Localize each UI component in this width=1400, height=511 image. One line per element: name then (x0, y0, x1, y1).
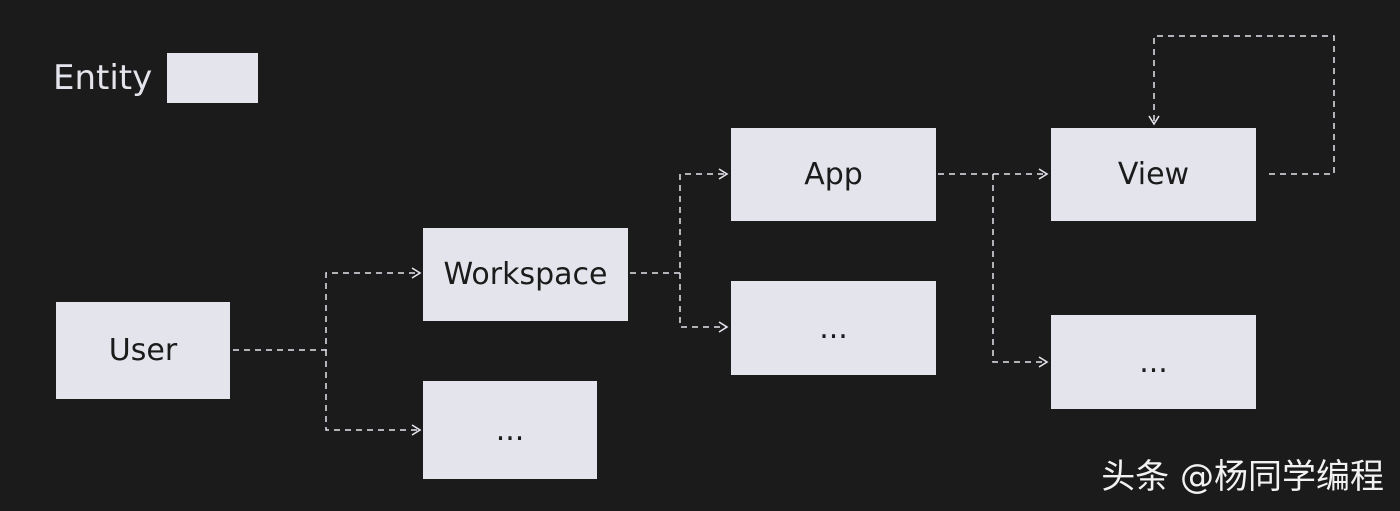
edge-view-self-loop (1148, 35, 1335, 175)
node-user: User (56, 302, 230, 399)
node-view: View (1051, 128, 1256, 221)
node-workspace-more: ... (731, 281, 936, 375)
node-user-more: ... (423, 381, 597, 479)
node-workspace: Workspace (423, 228, 628, 321)
legend-entity-swatch (167, 53, 258, 103)
watermark: 头条 @杨同学编程 (1101, 457, 1384, 497)
edge-workspace-to-app (630, 168, 729, 274)
edge-user-to-workspace (233, 267, 422, 351)
edge-app-to-more (992, 174, 1049, 368)
node-app-more: ... (1051, 315, 1256, 409)
edge-user-to-more (325, 350, 422, 436)
legend-label: Entity (53, 58, 153, 98)
node-app: App (731, 128, 936, 221)
edge-workspace-to-more (679, 273, 729, 333)
